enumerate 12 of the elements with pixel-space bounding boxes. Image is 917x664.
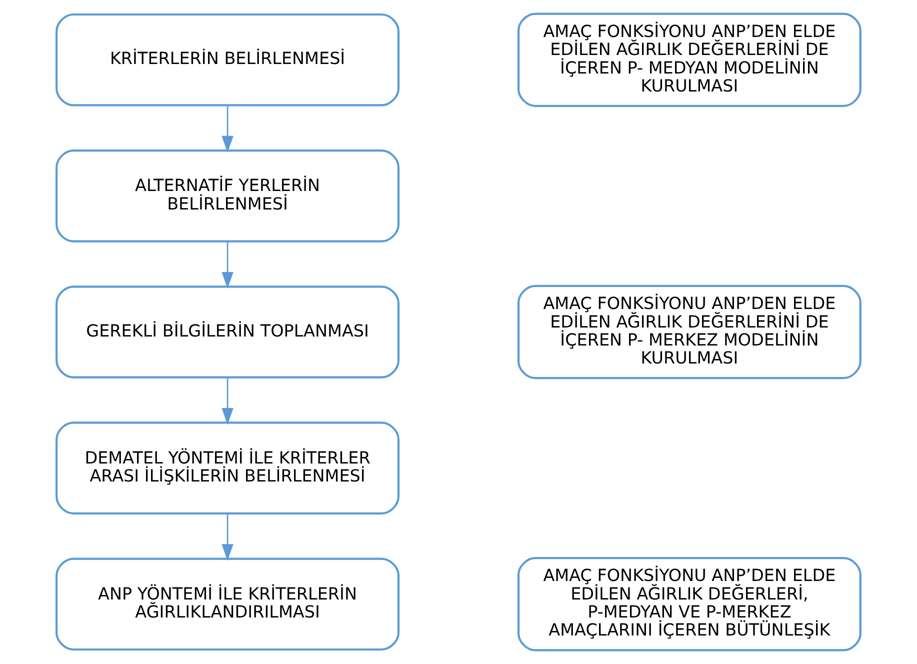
node-box: AMAÇ FONKSİYONU ANP’DEN ELDE EDİLEN AĞIRLIK DEĞERLERİNİ DE İÇEREN P- MEDYAN MODELİNİN KURULMASI xyxy=(517,12,862,107)
node-box: ALTERNATİF YERLERİN BELİRLENMESİ xyxy=(56,150,400,242)
node-box: DEMATEL YÖNTEMİ İLE KRİTERLER ARASI İLİŞKİLERİN BELİRLENMESİ xyxy=(56,422,400,514)
arrow xyxy=(222,377,234,425)
node-box: AMAÇ FONKSİYONU ANP’DEN ELDE EDİLEN AĞIRLIK DEĞERLERİ, P-MEDYAN VE P-MERKEZ AMAÇLARINI İÇEREN BÜTÜNLEŞİK xyxy=(517,557,862,652)
arrow xyxy=(222,241,234,289)
arrow xyxy=(222,105,234,153)
node-box: GEREKLİ BİLGİLERİN TOPLANMASI xyxy=(56,286,400,378)
arrow xyxy=(222,513,234,561)
node-box: AMAÇ FONKSİYONU ANP’DEN ELDE EDİLEN AĞIRLIK DEĞERLERİNİ DE İÇEREN P- MERKEZ MODELİNİN KURULMASI xyxy=(517,284,862,380)
node-box: KRİTERLERİN BELİRLENMESİ xyxy=(56,13,400,106)
node-box: ANP YÖNTEMİ İLE KRİTERLERİN AĞIRLIKLANDIRILMASI xyxy=(56,558,400,651)
